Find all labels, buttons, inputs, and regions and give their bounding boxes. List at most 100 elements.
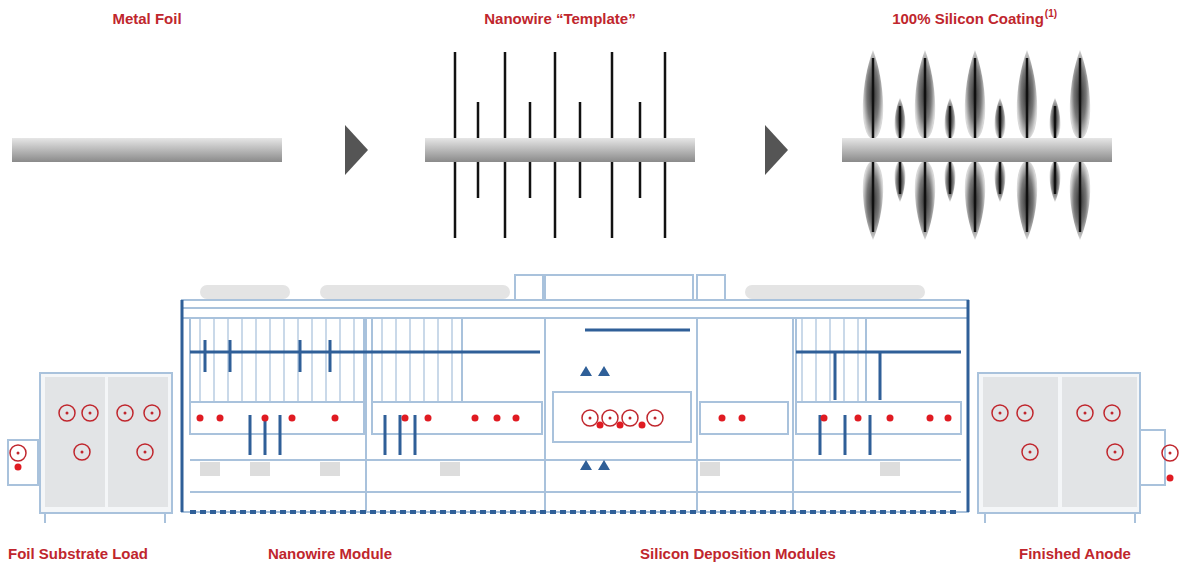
nanowire	[999, 106, 1002, 140]
roller-circle	[74, 444, 90, 460]
silicon-coating	[1017, 160, 1037, 240]
silicon-coating	[945, 160, 956, 202]
red-marker	[472, 415, 479, 422]
red-marker	[217, 415, 224, 422]
roller-circle	[1017, 405, 1033, 421]
red-marker	[1167, 475, 1174, 482]
red-marker	[494, 415, 501, 422]
roller-center	[81, 451, 84, 454]
red-marker	[197, 415, 204, 422]
roller-center	[629, 417, 632, 420]
nanowire	[974, 160, 977, 232]
nanowire	[899, 160, 902, 194]
metal-foil	[12, 138, 282, 162]
red-marker	[639, 422, 646, 429]
nanowire	[1079, 58, 1082, 140]
roller-circle	[1022, 444, 1038, 460]
roller-center	[654, 417, 657, 420]
red-marker	[821, 415, 828, 422]
red-marker	[289, 415, 296, 422]
roller-circle	[622, 410, 638, 426]
roller-center	[124, 412, 127, 415]
roller-center	[1029, 451, 1032, 454]
silicon-coating	[995, 160, 1006, 202]
nanowire	[1054, 106, 1057, 140]
silicon-coating	[1070, 160, 1090, 240]
silicon-coating	[965, 50, 985, 140]
red-marker	[402, 415, 409, 422]
metal-foil	[842, 138, 1112, 162]
nanowire	[924, 160, 927, 232]
silicon-coating	[1017, 50, 1037, 140]
nanowire	[1026, 160, 1029, 232]
roller-center	[1111, 412, 1114, 415]
roller-circle	[10, 445, 26, 461]
roller-center	[999, 412, 1002, 415]
silicon-coating	[965, 160, 985, 240]
roller-center	[151, 412, 154, 415]
roller-center	[17, 452, 20, 455]
step-arrow	[345, 125, 368, 175]
deposition-markers	[580, 366, 610, 470]
footnote-mark: (1)	[1045, 8, 1057, 20]
stage-label: Nanowire Module	[268, 545, 392, 563]
roller-circle	[602, 410, 618, 426]
red-marker	[15, 464, 22, 471]
stage-label: Metal Foil	[112, 10, 181, 28]
nanowire	[1079, 160, 1082, 232]
roller-center	[89, 412, 92, 415]
nanowire	[899, 106, 902, 140]
roller-circle	[82, 405, 98, 421]
roller-circle	[992, 405, 1008, 421]
red-marker	[739, 415, 746, 422]
silicon-coating	[863, 160, 883, 240]
roller-center	[66, 412, 69, 415]
red-marker	[927, 415, 934, 422]
stage-label: Nanowire “Template”	[484, 10, 635, 28]
roller-center	[144, 451, 147, 454]
silicon-coating	[895, 98, 906, 140]
nanowire	[974, 58, 977, 140]
nanowire	[999, 160, 1002, 194]
red-marker	[855, 415, 862, 422]
roller-circle	[1104, 405, 1120, 421]
nanowire	[872, 58, 875, 140]
silicon-coating	[1050, 98, 1061, 140]
red-marker	[887, 415, 894, 422]
stage-label: Foil Substrate Load	[8, 545, 148, 563]
roller-center	[1114, 451, 1117, 454]
roller-circle	[1107, 444, 1123, 460]
nanowire	[1026, 58, 1029, 140]
roller-circle	[59, 405, 75, 421]
roller-center	[1084, 412, 1087, 415]
red-marker	[719, 415, 726, 422]
silicon-coating	[915, 50, 935, 140]
nanowire	[924, 58, 927, 140]
roller-circle	[1162, 445, 1178, 461]
red-marker	[262, 415, 269, 422]
roller-circle	[647, 410, 663, 426]
nanowire	[1054, 160, 1057, 194]
silicon-coating	[915, 160, 935, 240]
silicon-coating	[863, 50, 883, 140]
silicon-coating	[1070, 50, 1090, 140]
roller-circle	[117, 405, 133, 421]
red-marker	[513, 415, 520, 422]
roller-center	[1169, 452, 1172, 455]
red-marker	[425, 415, 432, 422]
silicon-coating	[945, 98, 956, 140]
roller-circle	[1077, 405, 1093, 421]
red-marker	[597, 422, 604, 429]
roller-center	[589, 417, 592, 420]
red-marker	[617, 422, 624, 429]
stage-label: Finished Anode	[1019, 545, 1131, 563]
silicon-coating	[995, 98, 1006, 140]
stage-label: 100% Silicon Coating	[892, 10, 1044, 28]
roller-circle	[144, 405, 160, 421]
silicon-coating	[1050, 160, 1061, 202]
process-rollers	[182, 300, 968, 512]
roller-circle	[137, 444, 153, 460]
step-arrow	[765, 125, 788, 175]
